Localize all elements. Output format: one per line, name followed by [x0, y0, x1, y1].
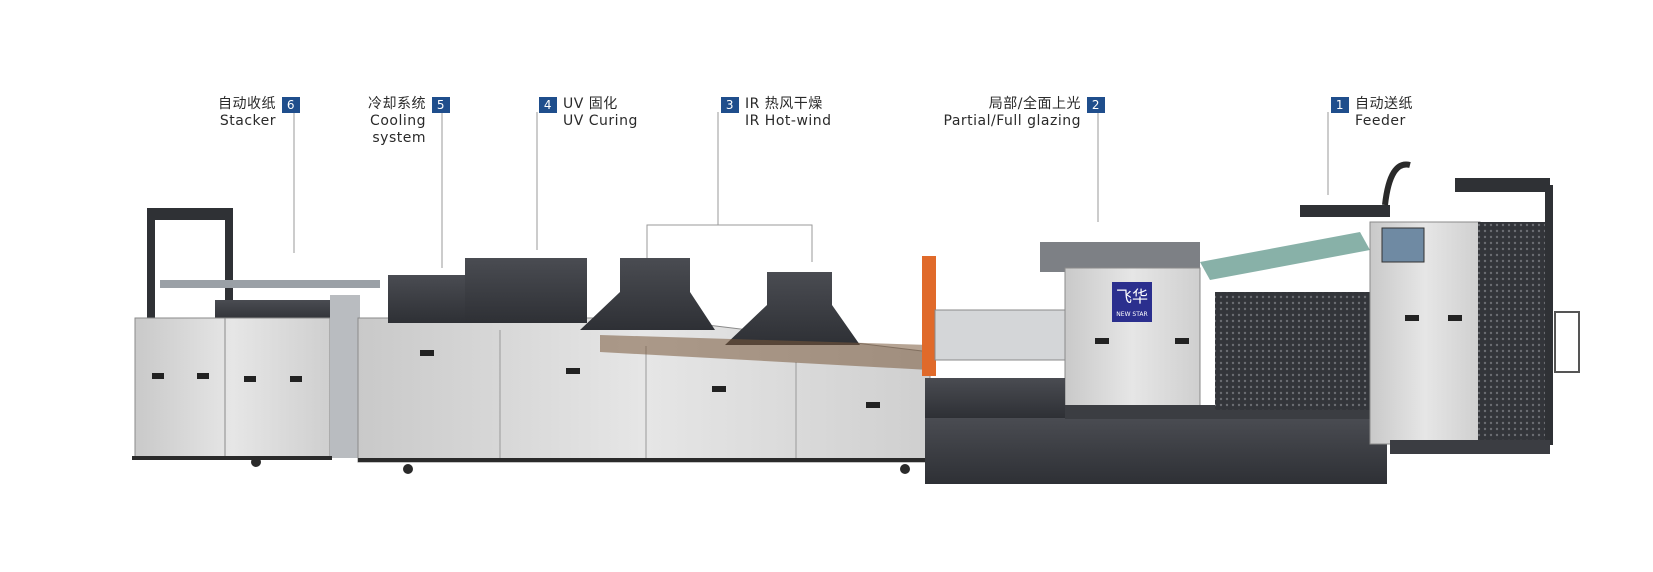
- leader-lines: [293, 112, 1329, 268]
- callout-uv-en: UV Curing: [563, 113, 638, 129]
- callout-uv-cn: UV 固化: [563, 96, 618, 112]
- callout-glazing-cn: 局部/全面上光: [988, 96, 1081, 112]
- callout-cooling: 冷却系统 5 Cooling system: [330, 96, 450, 147]
- dryer-section: [357, 258, 931, 474]
- callout-glazing: 局部/全面上光 2 Partial/Full glazing: [900, 96, 1105, 130]
- callout-ir-en: IR Hot-wind: [745, 113, 832, 129]
- stacker-unit: [132, 208, 380, 467]
- callout-ir-num: 3: [721, 96, 739, 113]
- brand-logo: [1112, 282, 1152, 322]
- logo-cn: 飞华: [1116, 287, 1148, 306]
- callout-ir: 3 IR 热风干燥 IR Hot-wind: [721, 96, 832, 130]
- feeder-unit: [1200, 161, 1580, 454]
- callout-cooling-num: 5: [432, 96, 450, 113]
- logo-en: NEW STAR: [1116, 311, 1147, 318]
- callout-feeder-en: Feeder: [1355, 113, 1406, 129]
- callout-uv-num: 4: [539, 96, 557, 113]
- callout-stacker-en: Stacker: [219, 113, 276, 129]
- callout-glazing-en: Partial/Full glazing: [943, 113, 1081, 129]
- callout-stacker-cn: 自动收纸: [218, 96, 276, 112]
- callout-ir-cn: IR 热风干燥: [745, 96, 823, 112]
- callout-cooling-en-1: Cooling: [370, 113, 426, 129]
- callout-cooling-cn: 冷却系统: [368, 96, 426, 112]
- callout-feeder: 1 自动送纸 Feeder: [1331, 96, 1413, 130]
- callout-stacker-num: 6: [282, 96, 300, 113]
- callout-glazing-num: 2: [1087, 96, 1105, 113]
- callout-feeder-num: 1: [1331, 96, 1349, 113]
- callout-cooling-en-2: system: [372, 130, 426, 146]
- callout-uv: 4 UV 固化 UV Curing: [539, 96, 638, 130]
- callout-feeder-cn: 自动送纸: [1355, 96, 1413, 112]
- callout-stacker: 自动收纸 6 Stacker: [190, 96, 300, 130]
- glazing-unit: 飞华 NEW STAR: [922, 242, 1387, 484]
